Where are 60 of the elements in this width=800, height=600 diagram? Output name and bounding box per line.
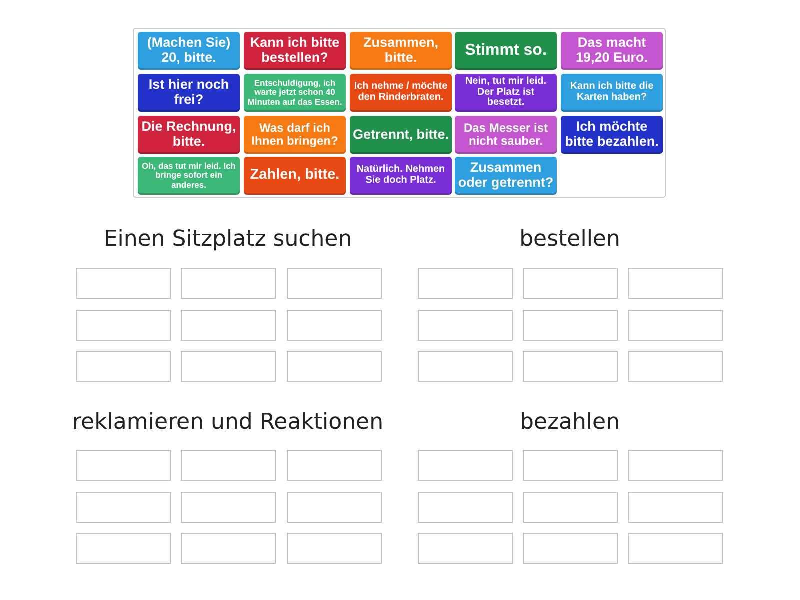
phrase-tile: Die Rechnung, bitte. bbox=[138, 116, 240, 154]
drop-slot bbox=[628, 351, 723, 382]
drop-slot bbox=[181, 268, 276, 299]
phrase-tile: Zahlen, bitte. bbox=[244, 157, 346, 195]
phrase-tile: Oh, das tut mir leid. Ich bringe sofort ein anderes. bbox=[138, 157, 240, 195]
drop-slot bbox=[181, 310, 276, 341]
drop-slot bbox=[287, 492, 382, 523]
drop-slot bbox=[76, 310, 171, 341]
drop-slot bbox=[287, 533, 382, 564]
tile-tray bbox=[133, 28, 666, 198]
phrase-tile: Zusammen, bitte. bbox=[350, 32, 452, 70]
drop-slot bbox=[523, 351, 618, 382]
phrase-tile: Ich nehme / möchte den Rinderbraten. bbox=[350, 74, 452, 112]
drop-slot bbox=[418, 310, 513, 341]
phrase-tile: Nein, tut mir leid. Der Platz ist besetzt. bbox=[455, 74, 557, 112]
drop-slot bbox=[76, 268, 171, 299]
drop-slot bbox=[628, 450, 723, 481]
drop-slot bbox=[287, 268, 382, 299]
phrase-tile: Ist hier noch frei? bbox=[138, 74, 240, 112]
drop-slot bbox=[181, 533, 276, 564]
phrase-tile: Ich möchte bitte bezahlen. bbox=[561, 116, 663, 154]
drop-slot bbox=[523, 533, 618, 564]
drop-slot bbox=[418, 268, 513, 299]
drop-slot bbox=[628, 268, 723, 299]
drop-slot bbox=[523, 450, 618, 481]
phrase-tile: Zusammen oder getrennt? bbox=[455, 157, 557, 195]
phrase-tile: Stimmt so. bbox=[455, 32, 557, 70]
phrase-tile: Natürlich. Nehmen Sie doch Platz. bbox=[350, 157, 452, 195]
drop-slot bbox=[287, 450, 382, 481]
drop-slot bbox=[523, 268, 618, 299]
drop-slot bbox=[76, 492, 171, 523]
phrase-tile: (Machen Sie) 20, bitte. bbox=[138, 32, 240, 70]
phrase-tile: Entschuldigung, ich warte jetzt schon 40 Minuten auf das Essen. bbox=[244, 74, 346, 112]
drop-slot bbox=[76, 450, 171, 481]
phrase-tile: Kann ich bitte bestellen? bbox=[244, 32, 346, 70]
drop-slot bbox=[76, 351, 171, 382]
drop-slot bbox=[628, 533, 723, 564]
group-heading: bestellen bbox=[518, 227, 622, 252]
phrase-tile: Getrennt, bitte. bbox=[350, 116, 452, 154]
drop-slot bbox=[287, 351, 382, 382]
drop-slot bbox=[418, 533, 513, 564]
drop-slot bbox=[628, 310, 723, 341]
group-heading: Einen Sitzplatz suchen bbox=[102, 227, 354, 252]
phrase-tile: Was darf ich Ihnen bringen? bbox=[244, 116, 346, 154]
group-heading: bezahlen bbox=[518, 410, 622, 435]
phrase-tile: Das macht 19,20 Euro. bbox=[561, 32, 663, 70]
drop-slot bbox=[287, 310, 382, 341]
drop-slot bbox=[523, 492, 618, 523]
phrase-tile: Das Messer ist nicht sauber. bbox=[455, 116, 557, 154]
drop-slot bbox=[181, 351, 276, 382]
drop-slot bbox=[418, 492, 513, 523]
drop-slot bbox=[523, 310, 618, 341]
drop-slot bbox=[181, 492, 276, 523]
drop-slot bbox=[76, 533, 171, 564]
drop-slot bbox=[628, 492, 723, 523]
drop-slot bbox=[181, 450, 276, 481]
group-heading: reklamieren und Reaktionen bbox=[71, 410, 385, 435]
drop-slot bbox=[418, 351, 513, 382]
phrase-tile: Kann ich bitte die Karten haben? bbox=[561, 74, 663, 112]
drop-slot bbox=[418, 450, 513, 481]
